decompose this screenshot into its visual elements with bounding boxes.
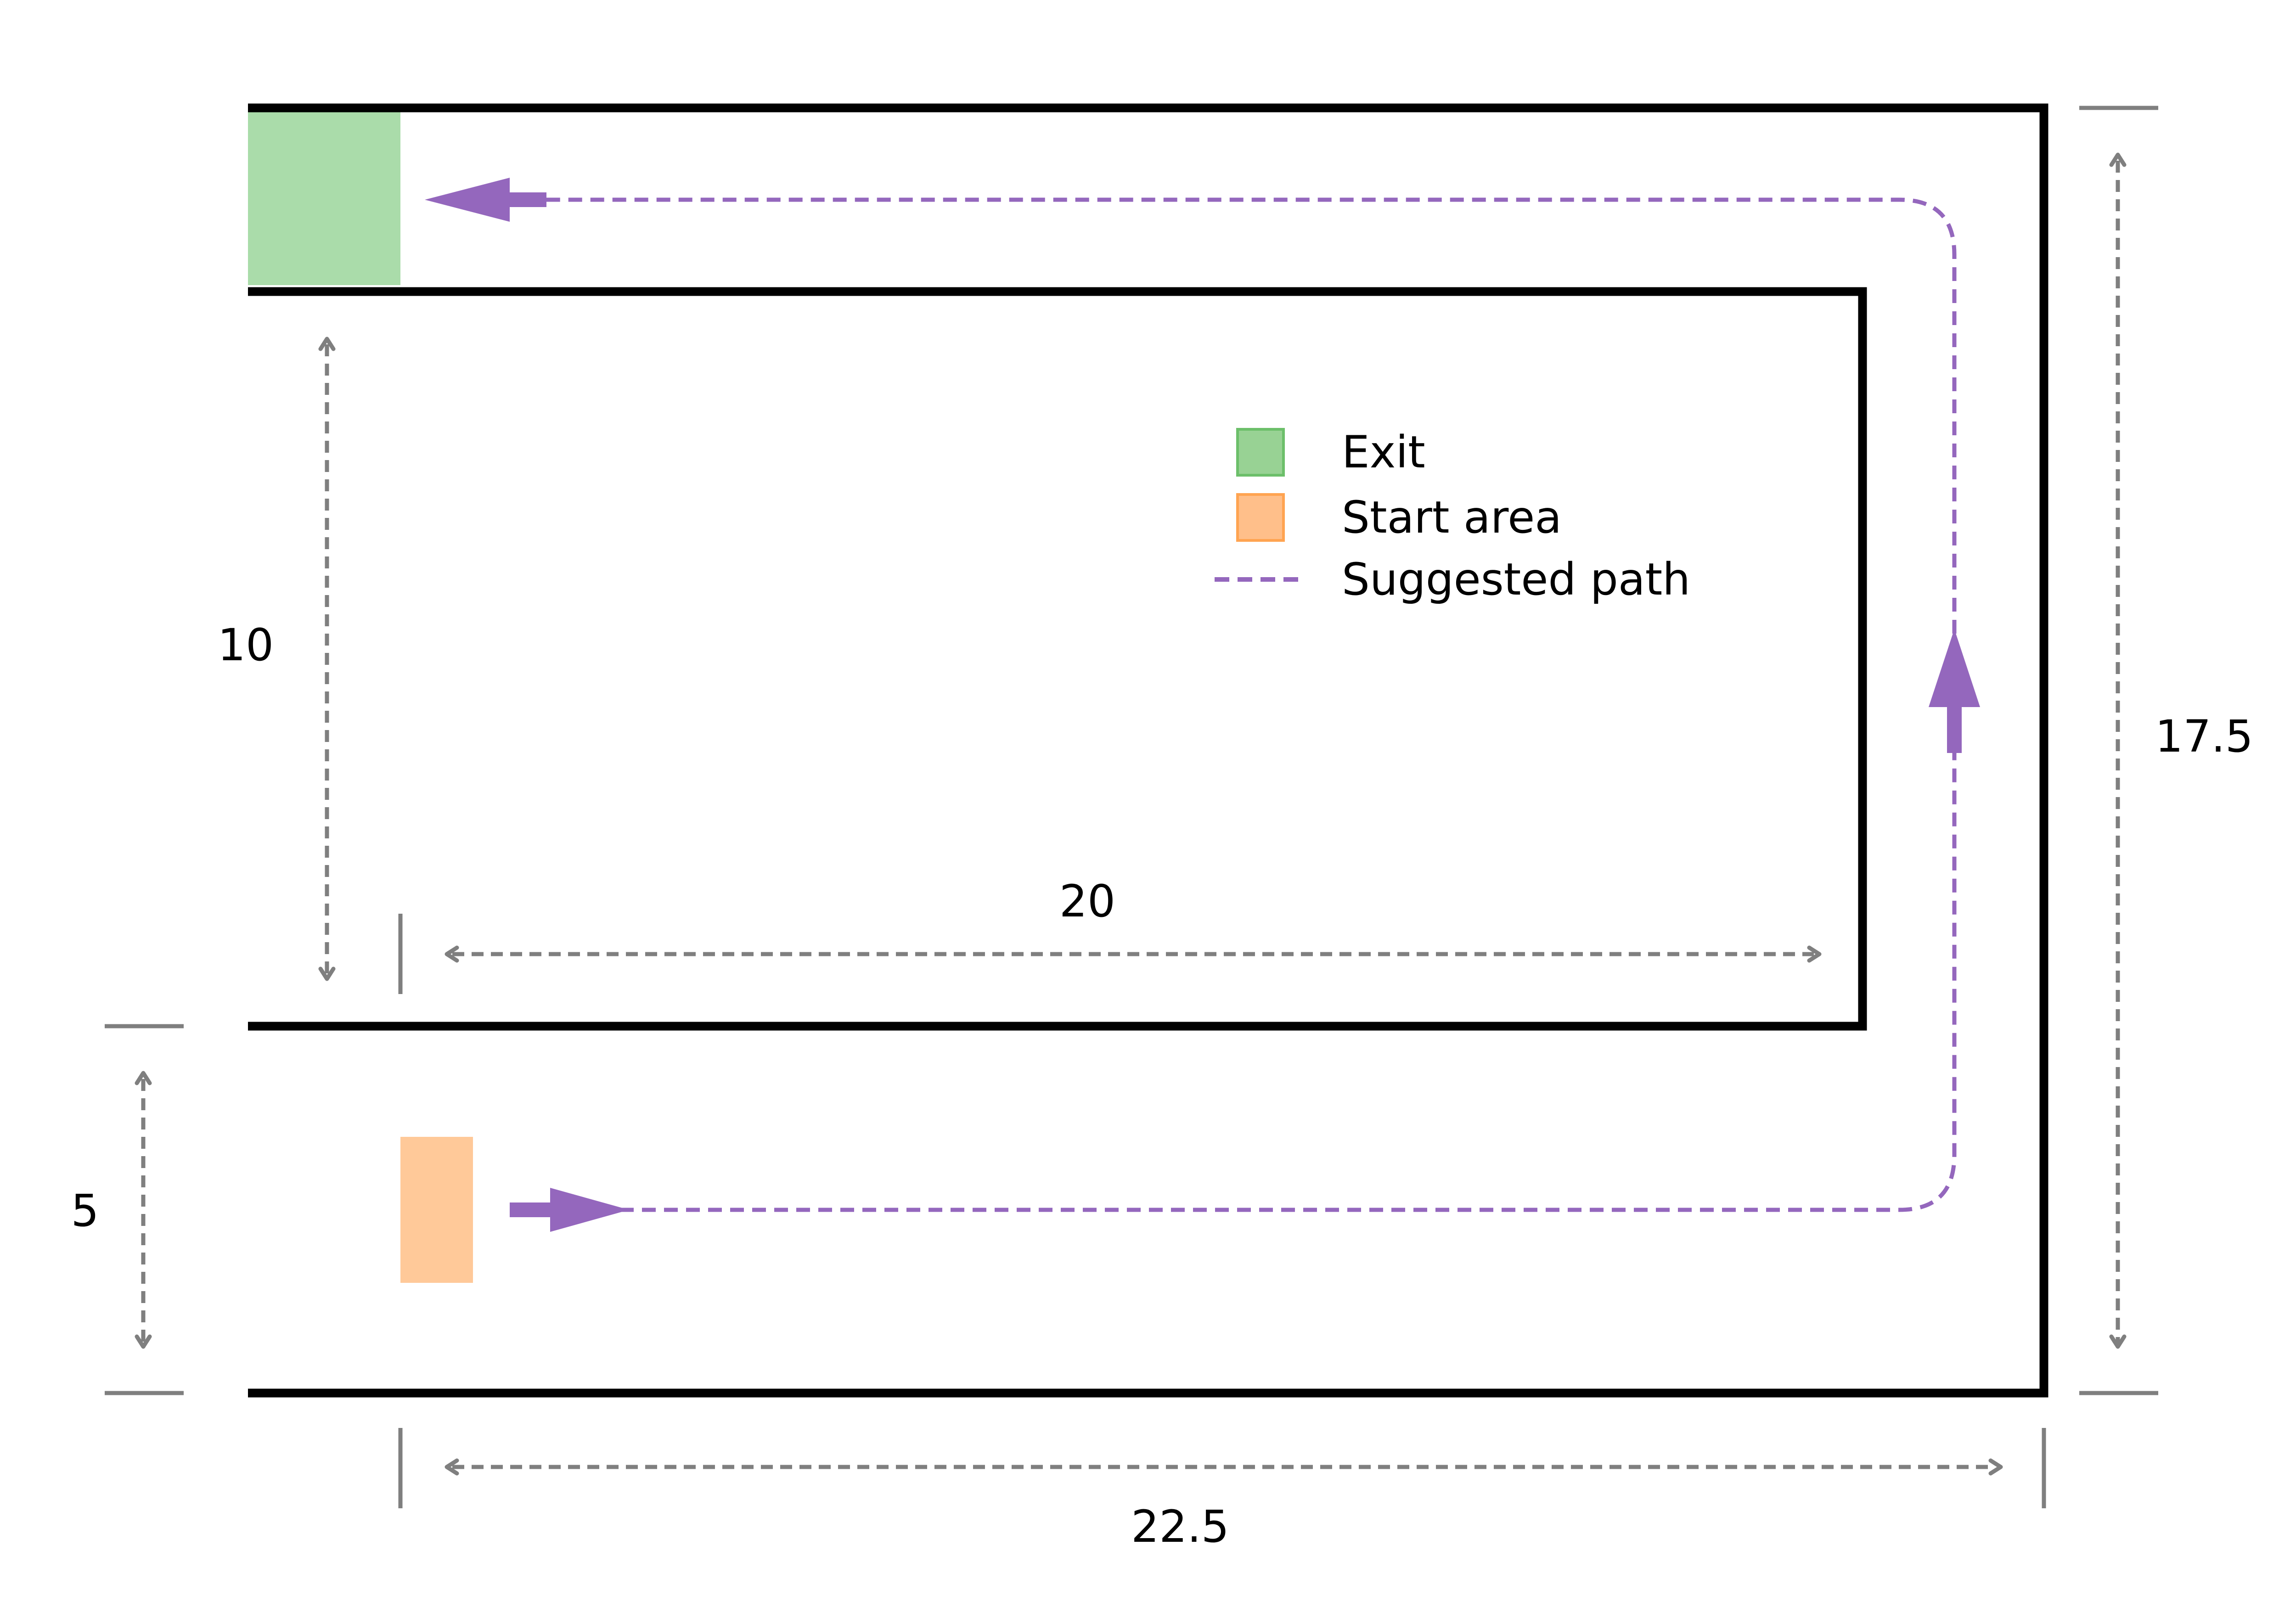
dimension-arrowhead xyxy=(445,945,459,963)
dimension-label: 17.5 xyxy=(2155,711,2253,762)
legend: Exit Start area Suggested path xyxy=(1215,427,1690,605)
suggested-path-line xyxy=(546,197,1957,1212)
dimension-arrowhead xyxy=(318,966,336,981)
outer-wall xyxy=(248,103,2048,1398)
dimension-label: 22.5 xyxy=(1131,1501,1229,1552)
legend-swatch-exit xyxy=(1236,428,1285,477)
dimension-arrowhead xyxy=(1988,1458,2003,1476)
dimension-arrowhead xyxy=(2109,152,2127,167)
legend-item-start-area: Start area xyxy=(1236,492,1562,543)
dimension-arrowhead xyxy=(135,1071,152,1085)
dimension-label: 10 xyxy=(218,619,274,671)
dimension-inner-gap-height: 10 xyxy=(218,337,336,981)
dimension-label: 5 xyxy=(71,1185,99,1236)
legend-item-exit: Exit xyxy=(1236,427,1425,478)
inner-wall xyxy=(248,287,1867,1031)
dimension-arrowhead xyxy=(318,337,336,351)
dimension-outer-height: 17.5 xyxy=(2079,106,2253,1395)
exit-zone xyxy=(248,108,400,285)
path-up-arrow xyxy=(1929,629,1980,753)
legend-item-suggested-path: Suggested path xyxy=(1215,554,1690,605)
dimension-start-corridor-width: 5 xyxy=(71,1024,184,1395)
dimension-arrowhead xyxy=(1807,945,1822,963)
legend-label-exit: Exit xyxy=(1342,427,1425,478)
dimension-inner-corridor-length: 20 xyxy=(398,876,1822,994)
dimension-arrowhead xyxy=(445,1458,459,1476)
dimension-outer-length: 22.5 xyxy=(398,1428,2046,1552)
dimension-label: 20 xyxy=(1059,876,1115,927)
path-start-arrow xyxy=(510,1188,629,1232)
legend-label-start-area: Start area xyxy=(1342,492,1562,543)
legend-label-suggested-path: Suggested path xyxy=(1342,554,1690,605)
start-area-zone xyxy=(400,1137,473,1283)
legend-swatch-start-area xyxy=(1236,493,1285,542)
dimension-arrowhead xyxy=(135,1334,152,1349)
dimension-arrowhead xyxy=(2109,1334,2127,1349)
exit-direction-arrow xyxy=(425,178,546,222)
